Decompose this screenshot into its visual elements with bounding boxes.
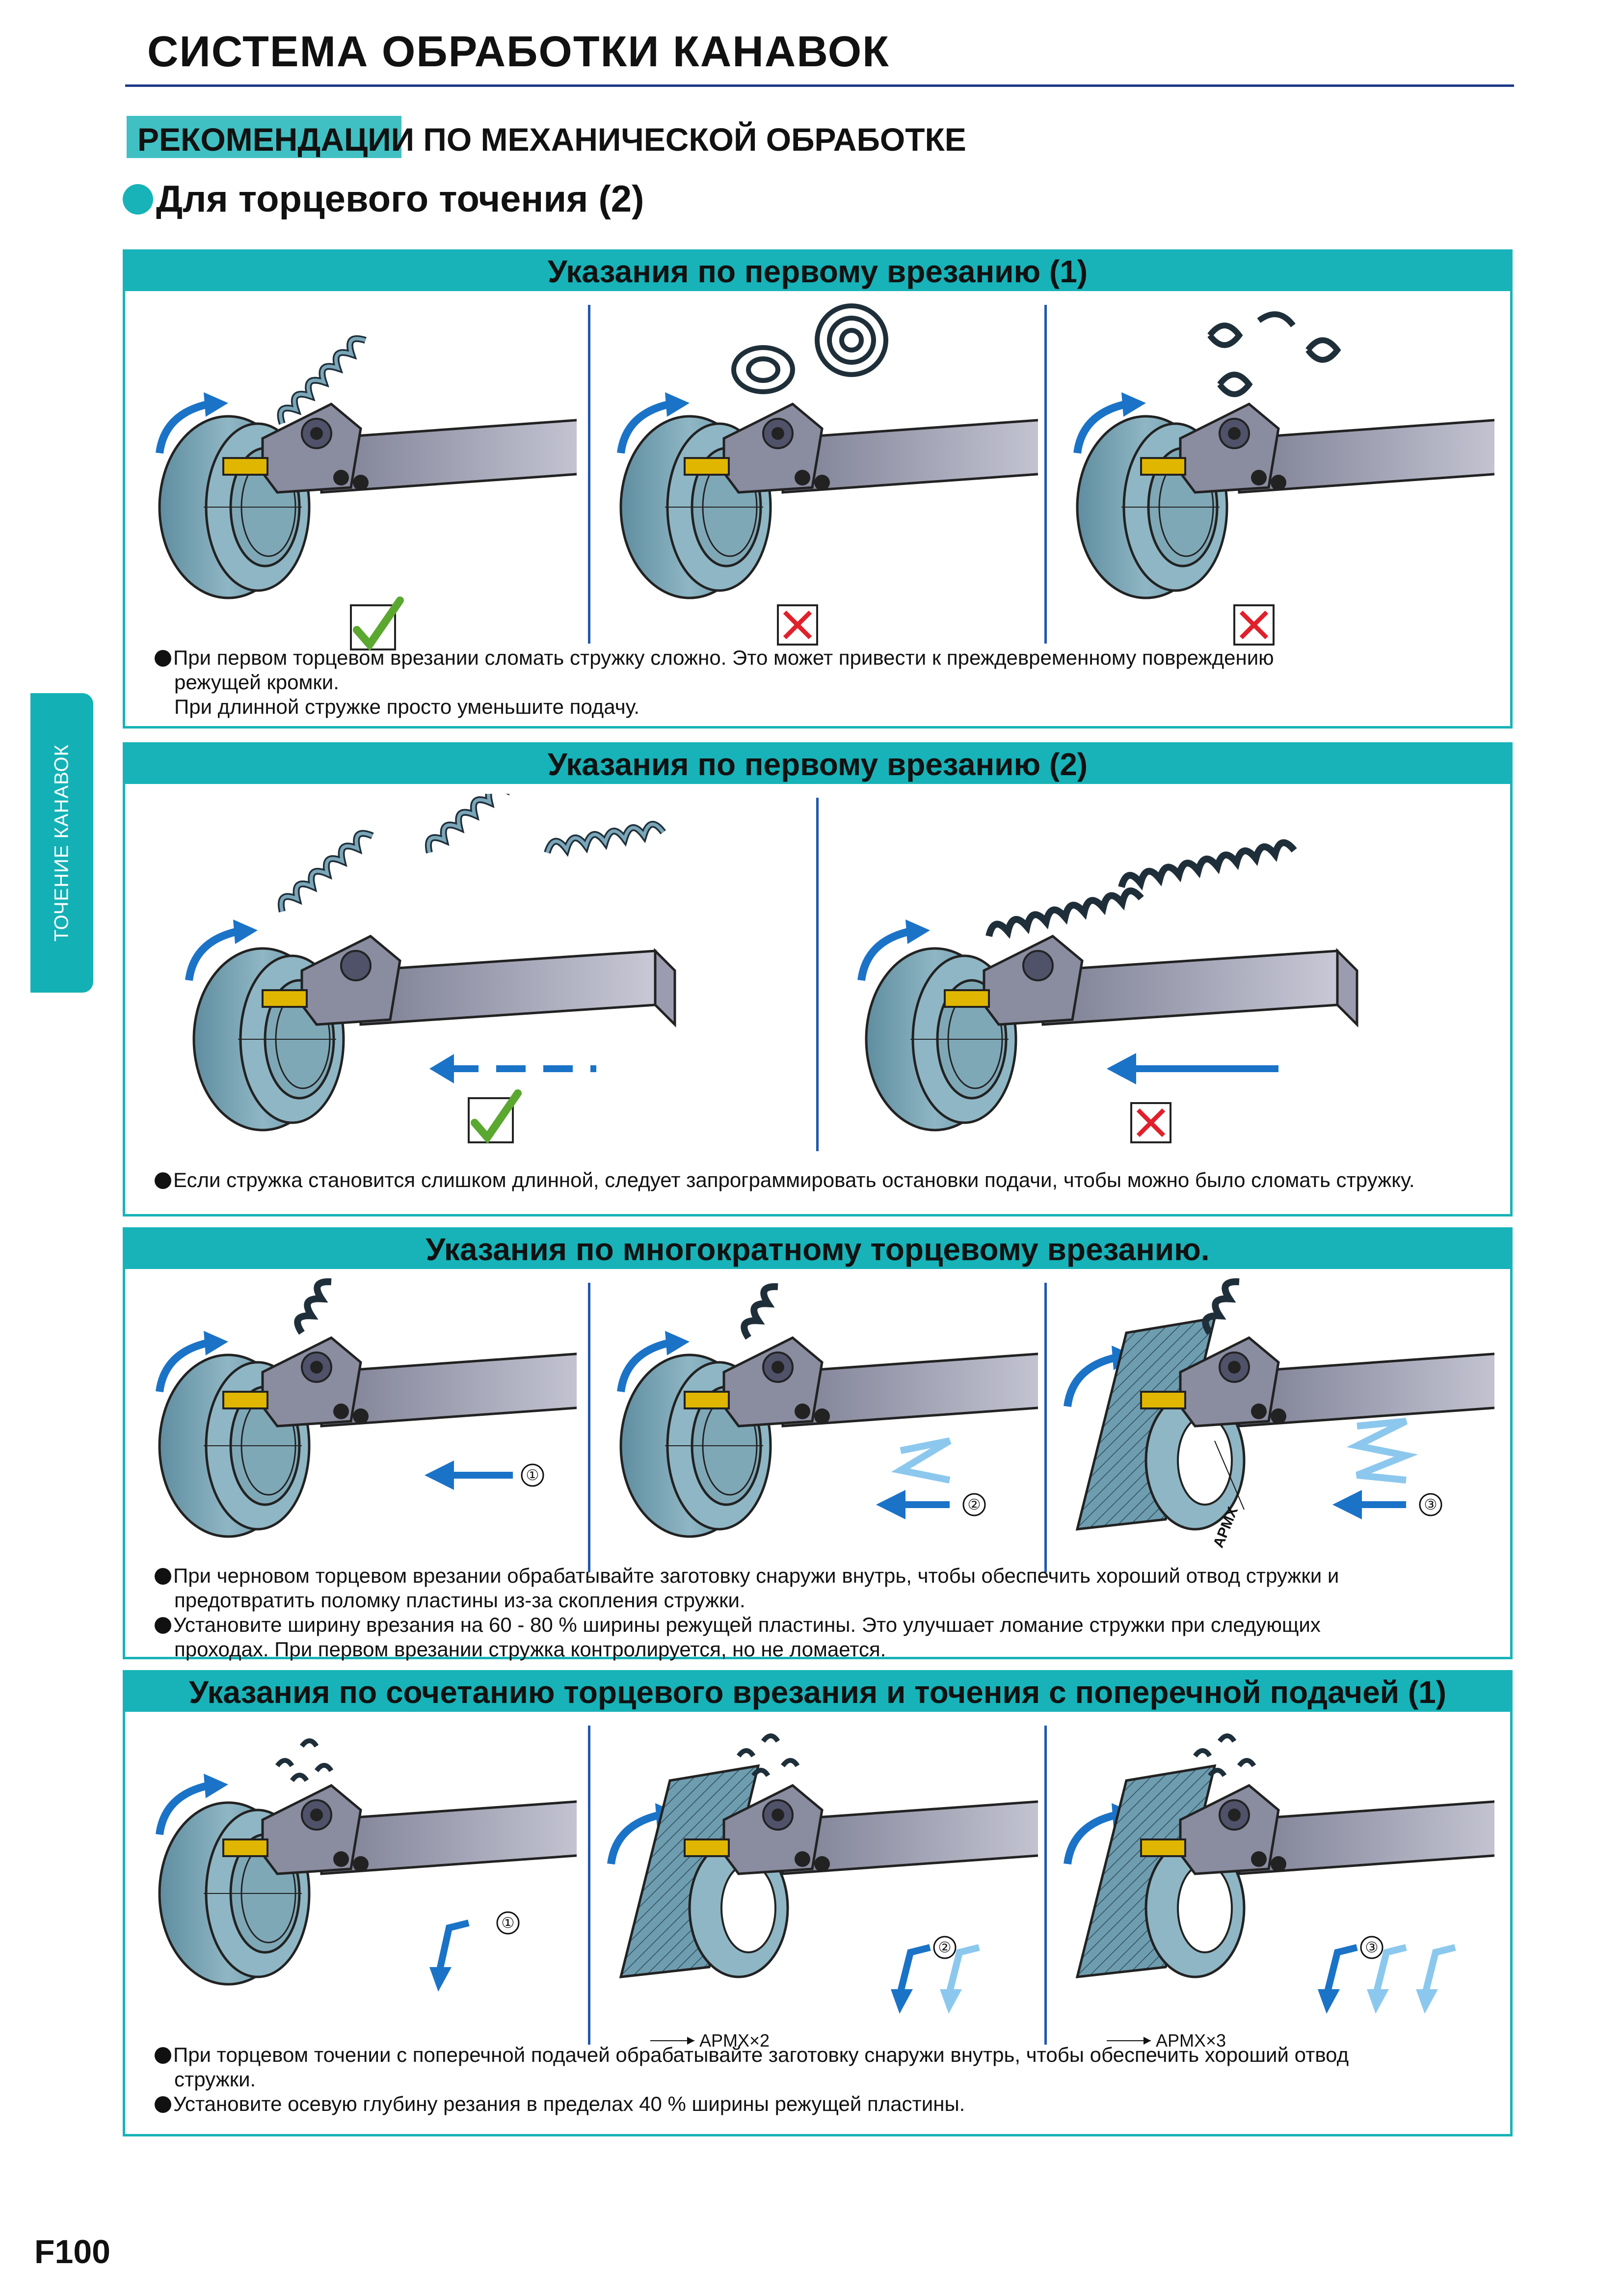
section-band-title: Указания по сочетанию торцевого врезания… bbox=[188, 1675, 1447, 1710]
step-number: ② bbox=[938, 1940, 952, 1956]
note-line: Установите осевую глубину резания в пред… bbox=[155, 2092, 1480, 2116]
step-number: ① bbox=[502, 1915, 515, 1931]
section-band: Указания по сочетанию торцевого врезания… bbox=[125, 1673, 1510, 1712]
figure-pass-2: ② bbox=[596, 1283, 1038, 1578]
panel-divider bbox=[588, 1283, 590, 1572]
bullet-icon bbox=[155, 650, 171, 667]
step-number: ② bbox=[968, 1497, 981, 1513]
section-first-plunge-2: Указания по первому врезанию (2) bbox=[123, 742, 1513, 1216]
figure-pass-3: APMX ③ bbox=[1053, 1278, 1494, 1550]
sub-header-text: РЕКОМЕНДАЦИИ ПО МЕХАНИЧЕСКОЙ ОБРАБОТКЕ bbox=[137, 121, 966, 158]
section-title-text: Для торцевого точения (2) bbox=[156, 178, 644, 220]
section-title: Для торцевого точения (2) bbox=[123, 178, 644, 220]
apmx-label: APMX×2 bbox=[699, 2030, 770, 2051]
section-notes: При черновом торцевом врезании обрабатыв… bbox=[155, 1564, 1480, 1662]
sub-header: РЕКОМЕНДАЦИИ ПО МЕХАНИЧЕСКОЙ ОБРАБОТКЕ bbox=[127, 116, 1118, 158]
figure-pass-1: ① bbox=[135, 1278, 577, 1578]
note-line: стружки. bbox=[174, 2068, 256, 2091]
figure-bad-continuous-feed bbox=[827, 839, 1358, 1152]
bullet-icon bbox=[155, 1568, 171, 1585]
note-line: режущей кромки. bbox=[174, 671, 339, 694]
note-line: При длинной стружке просто уменьшите под… bbox=[174, 695, 640, 718]
section-band: Указания по первому врезанию (1) bbox=[125, 252, 1510, 291]
figure-combined-2: ② APMX×2 bbox=[596, 1733, 1038, 2051]
note-line: При первом торцевом врезании сломать стр… bbox=[155, 646, 1480, 670]
page-title: СИСТЕМА ОБРАБОТКИ КАНАВОК bbox=[147, 27, 890, 76]
section-combined-plunge-cross: Указания по сочетанию торцевого врезания… bbox=[123, 1670, 1513, 2136]
figure-ok-interrupted-feed bbox=[155, 794, 676, 1152]
note-line: При черновом торцевом врезании обрабатыв… bbox=[155, 1564, 1480, 1588]
bullet-icon bbox=[155, 1617, 171, 1634]
figure-ok-short-chip bbox=[135, 301, 577, 654]
step-number: ③ bbox=[1424, 1497, 1437, 1513]
note-line: проходах. При первом врезании стружка ко… bbox=[174, 1638, 886, 1661]
note-line: Если стружка становится слишком длинной,… bbox=[155, 1168, 1480, 1192]
step-number: ③ bbox=[1365, 1940, 1379, 1956]
section-notes: При первом торцевом врезании сломать стр… bbox=[155, 646, 1480, 719]
section-first-plunge-1: Указания по первому врезанию (1) При пер bbox=[123, 249, 1513, 729]
side-tab-label: ТОЧЕНИЕ КАНАВОК bbox=[51, 744, 73, 942]
section-notes: При торцевом точении с поперечной подаче… bbox=[155, 2043, 1480, 2116]
section-band-title: Указания по первому врезанию (1) bbox=[547, 254, 1088, 289]
section-band: Указания по многократному торцевому врез… bbox=[125, 1230, 1510, 1269]
step-number: ① bbox=[526, 1467, 539, 1484]
bullet-icon bbox=[155, 2096, 171, 2113]
note-line: предотвратить поломку пластины из-за ско… bbox=[174, 1589, 745, 1612]
section-band-title: Указания по многократному торцевому врез… bbox=[426, 1232, 1210, 1267]
bullet-dot-icon bbox=[123, 184, 153, 215]
title-rule bbox=[125, 84, 1514, 87]
panel-divider bbox=[1044, 305, 1047, 644]
panel-divider bbox=[816, 798, 819, 1151]
panel-divider bbox=[1044, 1283, 1047, 1572]
panel-divider bbox=[588, 1726, 590, 2045]
section-multiple-plunge: Указания по многократному торцевому врез… bbox=[123, 1227, 1513, 1662]
panel-divider bbox=[588, 305, 590, 644]
section-band-title: Указания по первому врезанию (2) bbox=[547, 747, 1088, 782]
figure-combined-1: ① bbox=[135, 1738, 577, 1992]
bullet-icon bbox=[155, 2047, 171, 2064]
figure-bad-tangled-chip bbox=[596, 303, 1038, 654]
figure-bad-broken-coils bbox=[1053, 311, 1494, 654]
page-number: F100 bbox=[34, 2233, 110, 2270]
note-line: Установите ширину врезания на 60 - 80 % … bbox=[155, 1613, 1480, 1637]
apmx-label: APMX×3 bbox=[1156, 2030, 1226, 2051]
section-band: Указания по первому врезанию (2) bbox=[125, 745, 1510, 784]
bullet-icon bbox=[155, 1172, 171, 1189]
side-tab[interactable]: ТОЧЕНИЕ КАНАВОК bbox=[30, 693, 93, 993]
note-line: При торцевом точении с поперечной подаче… bbox=[155, 2043, 1480, 2067]
figure-combined-3: ③ APMX×3 bbox=[1053, 1733, 1494, 2051]
sub-header-tint bbox=[127, 116, 401, 158]
panel-divider bbox=[1044, 1726, 1047, 2045]
section-notes: Если стружка становится слишком длинной,… bbox=[155, 1168, 1480, 1192]
